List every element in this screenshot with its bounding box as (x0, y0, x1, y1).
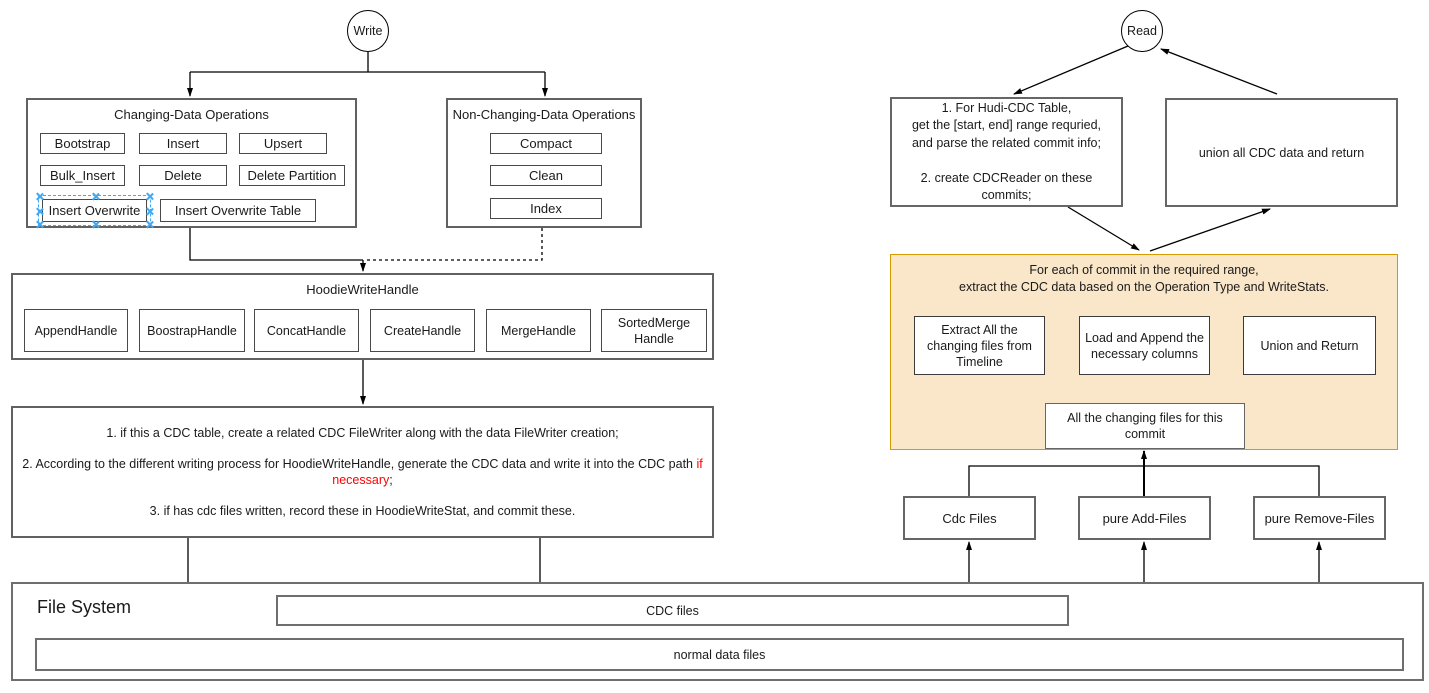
selection-handle-icon[interactable] (92, 221, 99, 228)
op-clean[interactable]: Clean (490, 165, 602, 186)
op-delete-label: Delete (164, 168, 202, 183)
cdc-files-tier-box[interactable]: Cdc Files (903, 496, 1036, 540)
arrow-percommit-to-union (1149, 208, 1271, 252)
pure-add-files-tier-label: pure Add-Files (1102, 510, 1187, 526)
per-commit-group[interactable]: For each of commit in the required range… (890, 254, 1398, 450)
sorted-merge-handle-label: SortedMerge Handle (617, 315, 691, 346)
sorted-merge-handle-box[interactable]: SortedMerge Handle (601, 309, 707, 352)
write-step-2-prefix: 2. According to the different writing pr… (22, 457, 697, 471)
op-bulk-insert-label: Bulk_Insert (49, 168, 116, 183)
append-handle-label: AppendHandle (34, 323, 118, 338)
selection-handle-icon[interactable] (92, 193, 99, 200)
load-append-columns-label: Load and Append the necessary columns (1085, 330, 1204, 361)
read-union-text: union all CDC data and return (1198, 145, 1365, 160)
pure-remove-files-tier-label: pure Remove-Files (1264, 510, 1375, 526)
write-step-2-suffix: ; (389, 473, 393, 487)
read-prepare-box[interactable]: 1. For Hudi-CDC Table, get the [start, e… (890, 97, 1123, 207)
cdc-files-storage-box[interactable]: CDC files (276, 595, 1069, 626)
union-and-return-label: Union and Return (1260, 338, 1359, 353)
selection-handle-icon[interactable] (36, 208, 43, 215)
changing-files-commit-box[interactable]: All the changing files for this commit (1045, 403, 1245, 449)
boostrap-handle-box[interactable]: BoostrapHandle (139, 309, 245, 352)
file-system-group[interactable]: File System CDC files normal data files (11, 582, 1424, 681)
op-delete[interactable]: Delete (139, 165, 227, 186)
write-step-3: 3. if has cdc files written, record thes… (149, 504, 576, 518)
union-and-return-box[interactable]: Union and Return (1243, 316, 1376, 375)
changing-files-commit-label: All the changing files for this commit (1067, 411, 1223, 441)
op-upsert[interactable]: Upsert (239, 133, 327, 154)
merge-handle-box[interactable]: MergeHandle (486, 309, 591, 352)
op-insert-overwrite-label: Insert Overwrite (48, 203, 141, 218)
normal-data-files-box[interactable]: normal data files (35, 638, 1404, 671)
changing-data-operations-title: Changing-Data Operations (114, 107, 269, 122)
selection-handle-icon[interactable] (146, 208, 153, 215)
line-changing-junction (189, 228, 363, 261)
cdc-files-tier-label: Cdc Files (942, 510, 997, 526)
op-delete-partition[interactable]: Delete Partition (239, 165, 345, 186)
line-non-changing-junction (365, 228, 543, 261)
read-entry-node[interactable]: Read (1121, 10, 1163, 52)
op-insert-label: Insert (166, 136, 200, 151)
normal-data-files-label: normal data files (673, 647, 766, 662)
selection-handle-icon[interactable] (36, 221, 43, 228)
cdc-files-storage-label: CDC files (646, 603, 699, 618)
selection-handle-icon[interactable] (146, 221, 153, 228)
op-index[interactable]: Index (490, 198, 602, 219)
op-upsert-label: Upsert (263, 136, 303, 151)
op-insert[interactable]: Insert (139, 133, 227, 154)
op-index-label: Index (530, 201, 562, 216)
boostrap-handle-label: BoostrapHandle (147, 323, 237, 338)
op-clean-label: Clean (529, 168, 563, 183)
per-commit-title: For each of commit in the required range… (959, 263, 1329, 294)
extract-changing-files-label: Extract All the changing files from Time… (927, 322, 1032, 369)
hoodie-write-handle-group[interactable]: HoodieWriteHandle AppendHandle BoostrapH… (11, 273, 714, 360)
create-handle-label: CreateHandle (383, 323, 462, 338)
changing-data-operations-group[interactable]: Changing-Data Operations Bootstrap Inser… (26, 98, 357, 228)
op-compact[interactable]: Compact (490, 133, 602, 154)
write-steps-box[interactable]: 1. if this a CDC table, create a related… (11, 406, 714, 538)
write-entry-label: Write (353, 24, 383, 38)
append-handle-box[interactable]: AppendHandle (24, 309, 128, 352)
non-changing-data-operations-group[interactable]: Non-Changing-Data Operations Compact Cle… (446, 98, 642, 228)
create-handle-box[interactable]: CreateHandle (370, 309, 475, 352)
op-insert-overwrite[interactable]: Insert Overwrite (38, 195, 151, 226)
load-append-columns-box[interactable]: Load and Append the necessary columns (1079, 316, 1210, 375)
op-delete-partition-label: Delete Partition (247, 168, 337, 183)
read-prepare-text: 1. For Hudi-CDC Table, get the [start, e… (911, 100, 1101, 203)
write-step-2: 2. According to the different writing pr… (21, 456, 704, 488)
file-system-title: File System (37, 597, 132, 617)
selection-handle-icon[interactable] (36, 193, 43, 200)
arrow-prepare-to-percommit (1067, 206, 1140, 251)
write-step-2-highlight: if necessary (332, 457, 703, 487)
non-changing-data-operations-title: Non-Changing-Data Operations (452, 107, 636, 122)
concat-handle-box[interactable]: ConcatHandle (254, 309, 359, 352)
pure-add-files-tier-box[interactable]: pure Add-Files (1078, 496, 1211, 540)
op-insert-overwrite-table-label: Insert Overwrite Table (174, 203, 302, 218)
concat-handle-label: ConcatHandle (266, 323, 347, 338)
read-union-box[interactable]: union all CDC data and return (1165, 98, 1398, 207)
read-entry-label: Read (1127, 24, 1157, 38)
write-entry-node[interactable]: Write (347, 10, 389, 52)
pure-remove-files-tier-box[interactable]: pure Remove-Files (1253, 496, 1386, 540)
op-bootstrap-label: Bootstrap (54, 136, 111, 151)
extract-changing-files-box[interactable]: Extract All the changing files from Time… (914, 316, 1045, 375)
selection-handle-icon[interactable] (146, 193, 153, 200)
op-compact-label: Compact (519, 136, 573, 151)
op-bootstrap[interactable]: Bootstrap (40, 133, 125, 154)
op-insert-overwrite-table[interactable]: Insert Overwrite Table (160, 199, 316, 222)
hoodie-write-handle-title: HoodieWriteHandle (306, 282, 419, 297)
op-bulk-insert[interactable]: Bulk_Insert (40, 165, 125, 186)
arrow-read-to-prepare (1013, 45, 1129, 95)
merge-handle-label: MergeHandle (500, 323, 577, 338)
arrow-union-to-read (1160, 48, 1278, 95)
write-step-1: 1. if this a CDC table, create a related… (106, 426, 619, 440)
